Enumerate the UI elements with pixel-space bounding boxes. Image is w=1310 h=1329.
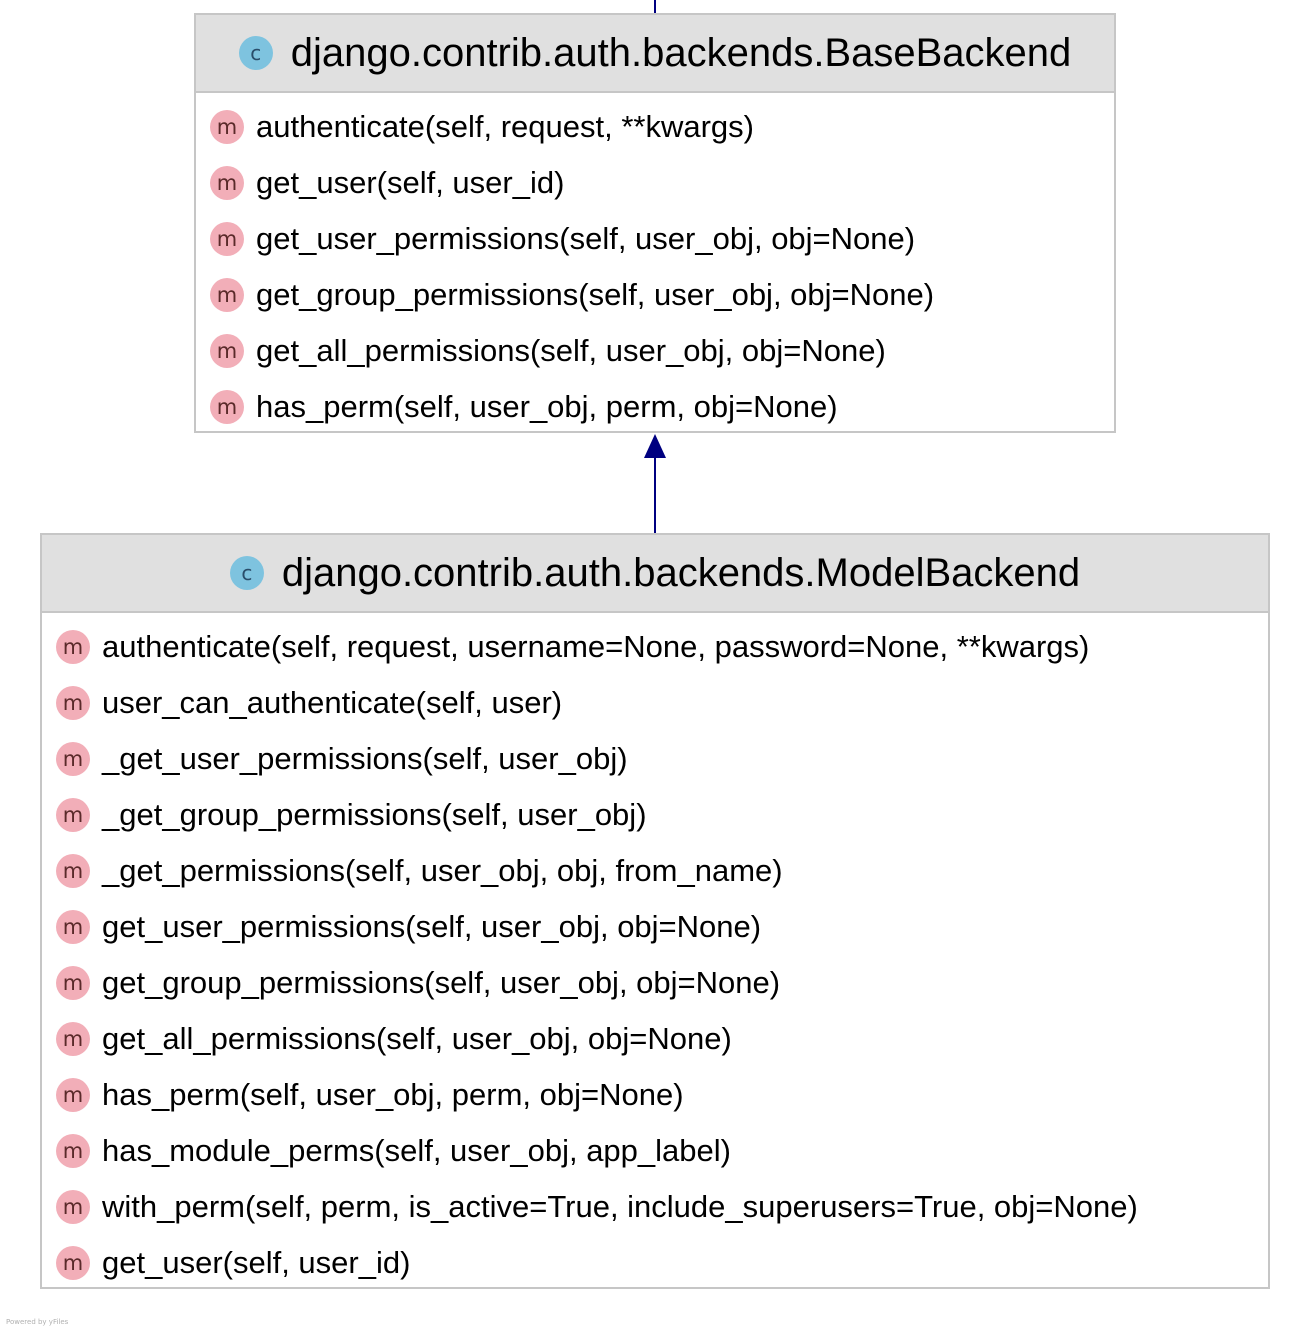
method-icon: m [210,222,244,256]
method-icon: m [210,390,244,424]
inheritance-arrowhead [644,434,666,458]
method-row[interactable]: m with_perm(self, perm, is_active=True, i… [42,1179,1268,1235]
method-signature: _get_user_permissions(self, user_obj) [102,741,628,776]
method-signature: get_user_permissions(self, user_obj, obj… [256,221,916,256]
method-icon: m [56,1078,90,1112]
method-icon: m [56,854,90,888]
method-icon: m [56,1022,90,1056]
method-row[interactable]: m _get_user_permissions(self, user_obj) [42,731,1268,787]
method-row[interactable]: m has_module_perms(self, user_obj, app_la… [42,1123,1268,1179]
method-signature: get_user(self, user_id) [102,1245,411,1280]
class-icon: c [238,36,273,70]
method-signature: has_module_perms(self, user_obj, app_lab… [102,1133,731,1168]
method-row[interactable]: m has_perm(self, user_obj, perm, obj=None… [196,379,1114,435]
method-row[interactable]: m get_all_permissions(self, user_obj, obj… [42,1011,1268,1067]
method-icon: m [210,110,244,144]
model-backend-class-box[interactable]: c django.contrib.auth.backends.ModelBack… [40,533,1270,1289]
method-row[interactable]: m get_user_permissions(self, user_obj, ob… [196,211,1114,267]
class-name: django.contrib.auth.backends.ModelBacken… [281,550,1081,595]
method-icon: m [210,334,244,368]
method-icon: m [56,1246,90,1280]
method-row[interactable]: m get_user(self, user_id) [196,155,1114,211]
method-signature: _get_group_permissions(self, user_obj) [102,797,647,832]
credit-text: Powered by yFiles [6,1318,69,1326]
method-list: m authenticate(self, request, username=No… [42,613,1268,1291]
method-signature: authenticate(self, request, **kwargs) [256,109,754,144]
method-icon: m [56,910,90,944]
method-signature: authenticate(self, request, username=Non… [102,629,1090,664]
method-row[interactable]: m authenticate(self, request, **kwargs) [196,99,1114,155]
method-icon: m [210,278,244,312]
method-signature: get_user_permissions(self, user_obj, obj… [102,909,762,944]
method-row[interactable]: m _get_permissions(self, user_obj, obj, f… [42,843,1268,899]
method-row[interactable]: m authenticate(self, request, username=No… [42,619,1268,675]
method-signature: has_perm(self, user_obj, perm, obj=None) [102,1077,684,1112]
method-row[interactable]: m get_all_permissions(self, user_obj, obj… [196,323,1114,379]
method-icon: m [56,630,90,664]
method-row[interactable]: m get_user_permissions(self, user_obj, ob… [42,899,1268,955]
method-row[interactable]: m has_perm(self, user_obj, perm, obj=None… [42,1067,1268,1123]
class-name: django.contrib.auth.backends.BaseBackend [290,30,1072,75]
method-icon: m [56,1190,90,1224]
method-row[interactable]: m get_user(self, user_id) [42,1235,1268,1291]
class-icon: c [229,556,264,590]
method-icon: m [210,166,244,200]
method-signature: has_perm(self, user_obj, perm, obj=None) [256,389,838,424]
method-icon: m [56,686,90,720]
method-icon: m [56,966,90,1000]
method-signature: get_user(self, user_id) [256,165,565,200]
method-row[interactable]: m get_group_permissions(self, user_obj, o… [42,955,1268,1011]
method-icon: m [56,798,90,832]
model-backend-header: c django.contrib.auth.backends.ModelBack… [42,535,1268,613]
method-signature: get_group_permissions(self, user_obj, ob… [102,965,781,1000]
method-signature: user_can_authenticate(self, user) [102,685,563,720]
method-row[interactable]: m get_group_permissions(self, user_obj, o… [196,267,1114,323]
method-signature: get_all_permissions(self, user_obj, obj=… [256,333,886,368]
method-signature: get_group_permissions(self, user_obj, ob… [256,277,935,312]
method-signature: get_all_permissions(self, user_obj, obj=… [102,1021,732,1056]
method-icon: m [56,1134,90,1168]
method-signature: with_perm(self, perm, is_active=True, in… [102,1189,1138,1224]
base-backend-header: c django.contrib.auth.backends.BaseBacke… [196,15,1114,93]
method-row[interactable]: m user_can_authenticate(self, user) [42,675,1268,731]
method-row[interactable]: m _get_group_permissions(self, user_obj) [42,787,1268,843]
base-backend-class-box[interactable]: c django.contrib.auth.backends.BaseBacke… [194,13,1116,433]
method-signature: _get_permissions(self, user_obj, obj, fr… [102,853,783,888]
method-icon: m [56,742,90,776]
